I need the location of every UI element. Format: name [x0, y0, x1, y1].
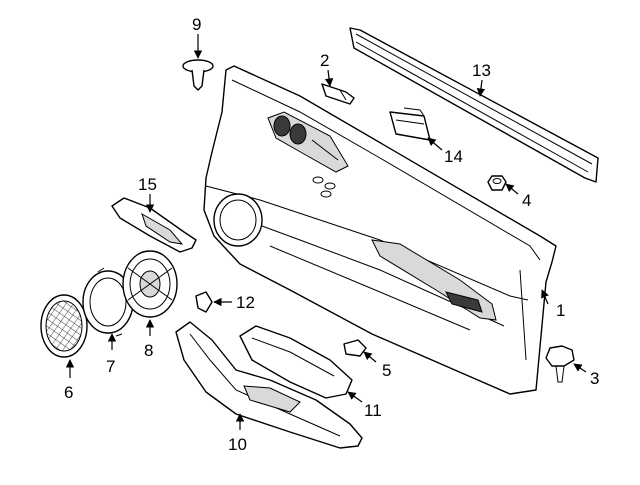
callout-labels: 1 2 3 4 5 6 7 8 9 10 11 12 13 14 15	[64, 15, 599, 454]
part-10-armrest-base	[175, 321, 363, 449]
part-3-push-clip	[545, 345, 575, 383]
callout-2: 2	[320, 51, 329, 70]
part-9-push-clip	[182, 59, 214, 91]
callout-9: 9	[192, 15, 201, 34]
part-5-clip	[343, 339, 367, 357]
part-4-nut	[487, 175, 507, 191]
part-2-clip	[321, 83, 355, 105]
part-12-plug	[195, 291, 213, 313]
callout-5: 5	[382, 361, 391, 380]
part-13-window-seal-strip	[349, 27, 599, 183]
callout-4: 4	[522, 191, 531, 210]
callout-12: 12	[236, 293, 255, 312]
callout-8: 8	[144, 341, 153, 360]
callout-13: 13	[472, 61, 491, 80]
part-1-door-trim-panel	[203, 65, 557, 395]
callout-3: 3	[590, 369, 599, 388]
callout-6: 6	[64, 383, 73, 402]
leader-lines	[65, 34, 587, 430]
part-6-speaker-grille	[40, 294, 88, 358]
part-8-speaker	[122, 250, 178, 318]
callout-1: 1	[556, 301, 565, 320]
part-7-speaker-ring	[82, 267, 134, 337]
part-11-armrest-pad	[239, 325, 353, 399]
callout-15: 15	[138, 175, 157, 194]
callout-7: 7	[106, 357, 115, 376]
callout-14: 14	[444, 147, 463, 166]
callout-11: 11	[364, 401, 382, 420]
part-15-inner-handle	[111, 197, 197, 253]
part-14-handle-bezel	[389, 107, 431, 141]
callout-10: 10	[228, 435, 247, 454]
